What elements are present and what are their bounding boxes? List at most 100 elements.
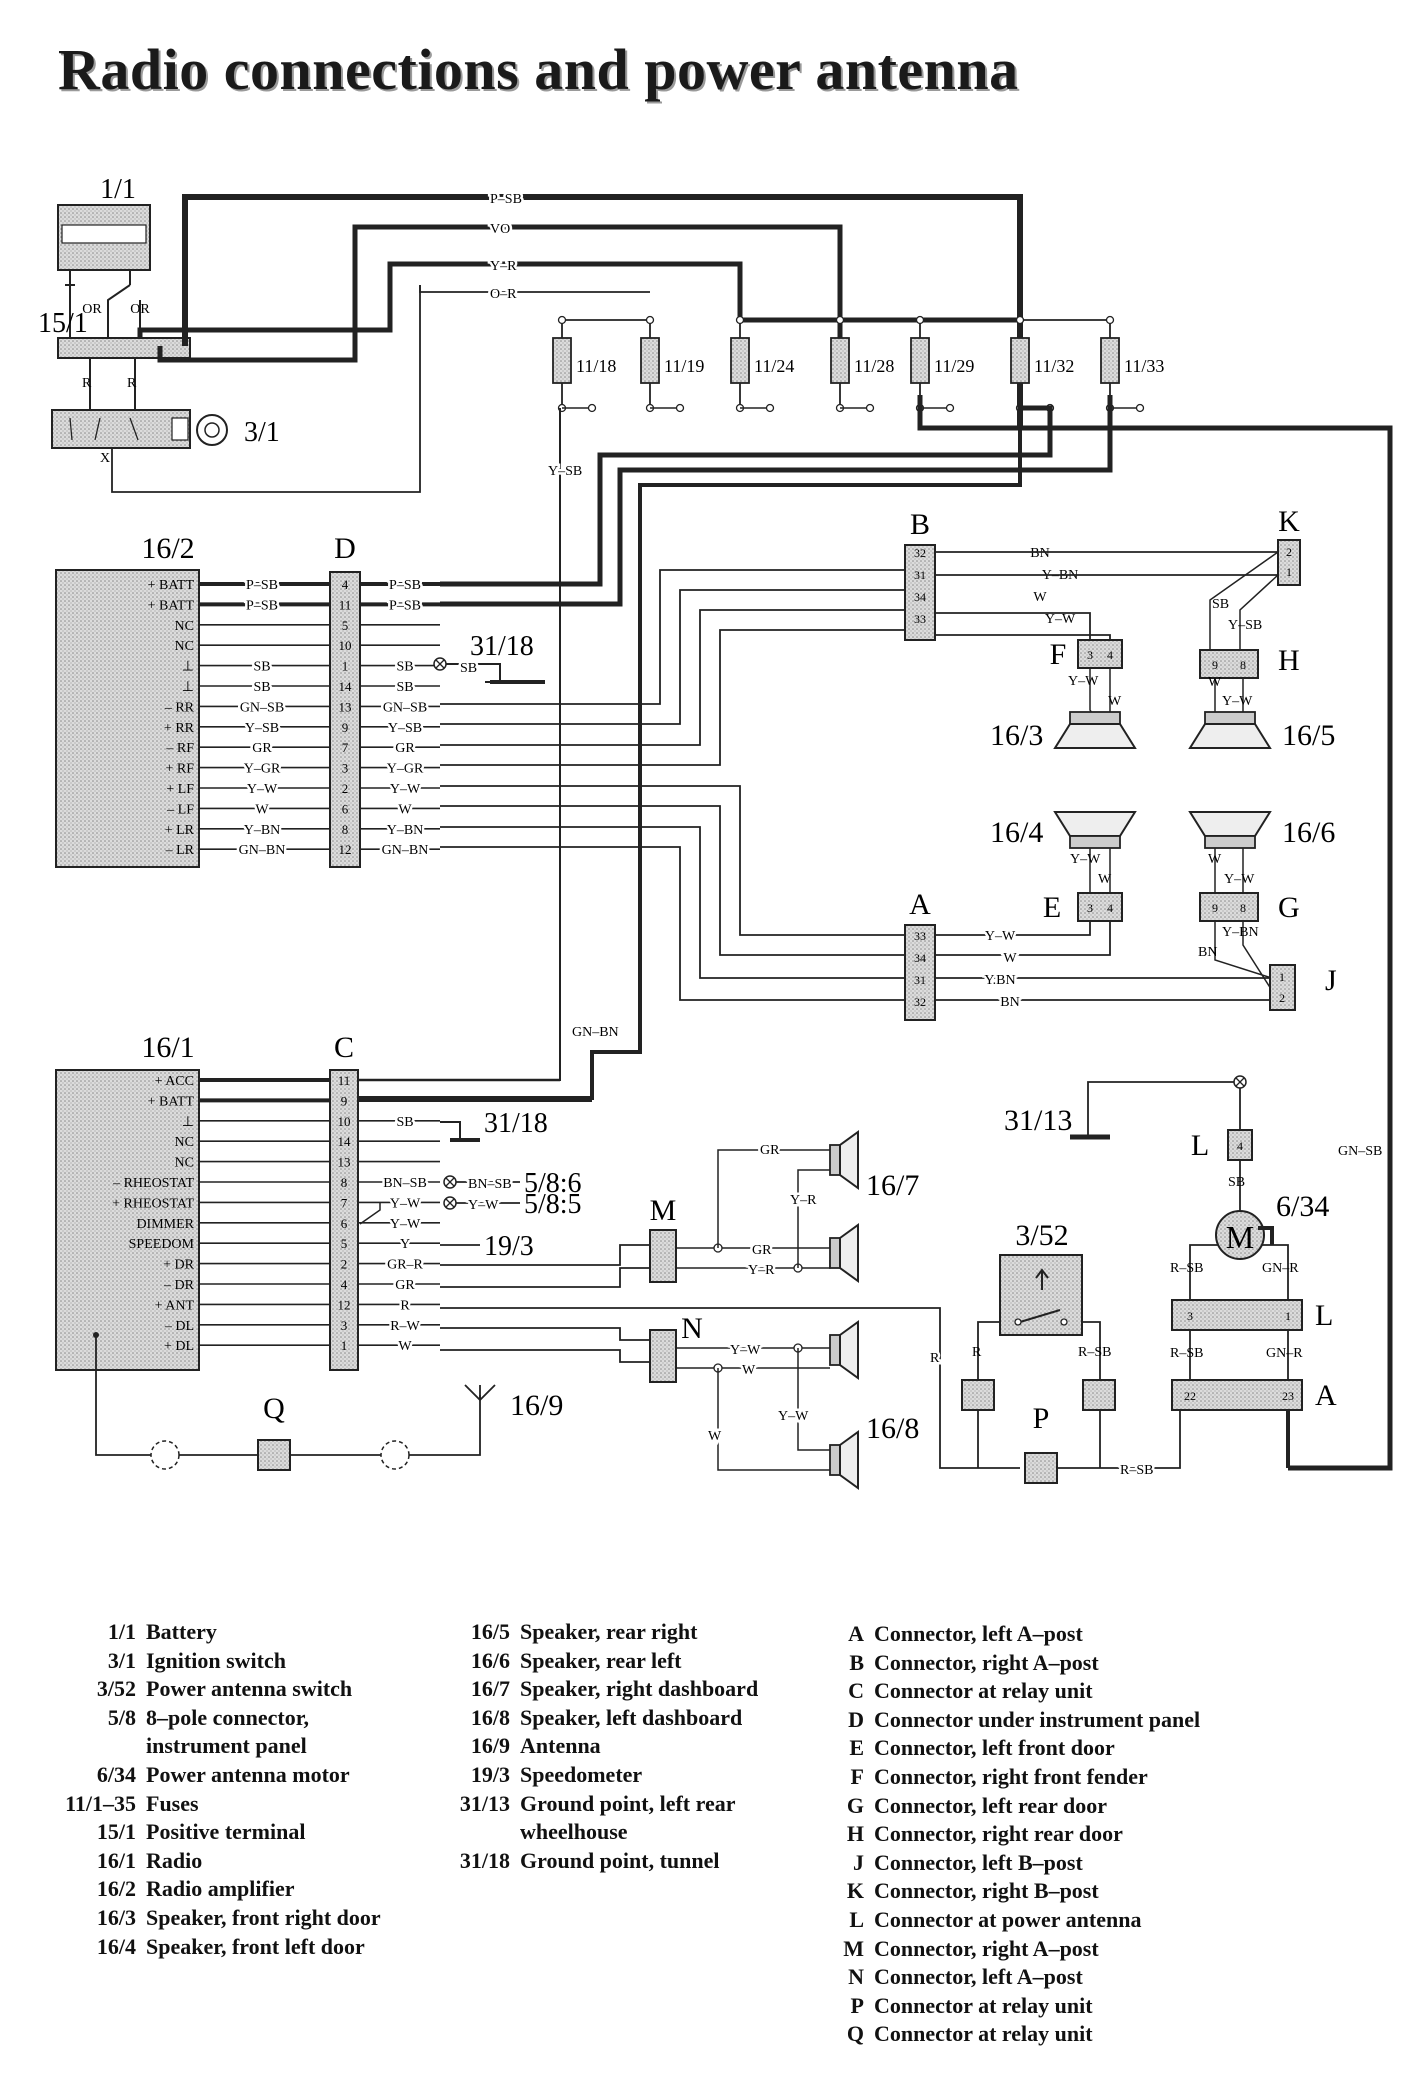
wire-yr: Y–R — [490, 259, 517, 274]
connector-k — [1277, 539, 1301, 586]
connector-a-wire: W — [1003, 951, 1017, 966]
speaker-fl-label: 16/4 — [990, 816, 1043, 849]
amplifier-wire-right: P–SB — [389, 578, 421, 593]
legend-code: N — [848, 1964, 864, 1990]
wire-h-yw: Y–W — [1222, 694, 1253, 709]
connector-b-pin: 31 — [914, 568, 926, 582]
wire-g-w: W — [1208, 852, 1222, 867]
wire-f-w: W — [1108, 694, 1122, 709]
wire-gnbn-fuse: GN–BN — [572, 1025, 619, 1040]
wire-gnr-l: GN–R — [1266, 1346, 1303, 1361]
connector-c-pin: 4 — [341, 1277, 348, 1292]
connector-d-pin: 2 — [342, 781, 349, 796]
radio-label: 16/1 — [141, 1031, 194, 1064]
legend-description: Connector, right A–post — [874, 1935, 1099, 1961]
connector-a-wire: BN — [1000, 995, 1019, 1010]
amplifier-wire-left: GR — [252, 741, 272, 756]
legend-description: Fuses — [146, 1790, 199, 1816]
wire-rsb-l: R–SB — [1170, 1346, 1203, 1361]
speaker-rdash-label: 16/7 — [866, 1169, 919, 1202]
legend-description: Connector, right front fender — [874, 1763, 1148, 1789]
connector-p-label: P — [1033, 1402, 1050, 1435]
wire-e-w: W — [1098, 872, 1112, 887]
connector-l-upper-label: L — [1191, 1129, 1209, 1162]
connector-c-pin: 11 — [338, 1073, 351, 1088]
connector-b — [904, 544, 936, 641]
speaker-ldash-label: 16/8 — [866, 1412, 919, 1445]
speaker-fr-label: 16/3 — [990, 719, 1043, 752]
legend-code: C — [848, 1678, 864, 1704]
legend-description: Connector, left A–post — [874, 1621, 1083, 1646]
speaker-rear-left — [1188, 811, 1272, 849]
fuse-label: 11/29 — [934, 356, 974, 376]
legend-description: Power antenna motor — [146, 1761, 350, 1787]
legend-code: 16/5 — [470, 1619, 510, 1644]
legend-code: 3/52 — [96, 1676, 136, 1702]
connector-c-pin: 6 — [341, 1216, 348, 1231]
connector-a-lower-label: A — [1315, 1379, 1337, 1412]
connector-j-pin-2: 2 — [1279, 991, 1285, 1005]
fuse-label: 11/19 — [664, 356, 704, 376]
connector-m-label: M — [650, 1194, 677, 1227]
instr-conn-label-2: 5/8:5 — [524, 1189, 582, 1220]
amplifier-pin-label: NC — [175, 639, 194, 654]
motor-symbol: M — [1226, 1219, 1254, 1255]
legend-code: 16/7 — [470, 1676, 510, 1702]
radio-wire: R–W — [390, 1319, 420, 1334]
wire-g-ybn: Y–BN — [1222, 925, 1259, 940]
connector-c-pin: 10 — [338, 1114, 351, 1129]
radio — [55, 1069, 200, 1371]
wire-g-yw: Y–W — [1224, 872, 1255, 887]
wire-or-2: OR — [130, 302, 150, 317]
legend-code: 16/9 — [470, 1733, 510, 1759]
connector-d-pin: 10 — [339, 638, 352, 653]
fuse: 11/18 — [552, 315, 616, 413]
radio-wire: R — [400, 1298, 410, 1313]
connector-q-label: Q — [263, 1392, 285, 1425]
connector-n-label: N — [681, 1312, 703, 1345]
legend-code: F — [850, 1763, 864, 1789]
legend-code: 16/8 — [470, 1704, 510, 1730]
radio-wire: W — [398, 1339, 412, 1354]
connector-e — [1077, 892, 1123, 922]
legend-code: L — [849, 1906, 864, 1932]
amplifier-wire-left: Y–BN — [244, 823, 281, 838]
wire-m-yr-top: Y–R — [790, 1193, 817, 1208]
amplifier-wire-left: W — [255, 802, 269, 817]
relay-connector-right — [1082, 1379, 1116, 1411]
amplifier-pin-row: NC 10 — [175, 638, 440, 654]
legend-description: Speaker, rear left — [520, 1647, 682, 1673]
amplifier-pin-label: – RF — [165, 741, 194, 756]
radio-wire: BN–SB — [383, 1176, 427, 1191]
speaker-front-left-door — [1053, 811, 1137, 849]
connector-d-pin: 11 — [339, 597, 352, 612]
connector-c-pin: 1 — [341, 1338, 348, 1353]
wire-r-left: R — [930, 1351, 940, 1366]
amplifier-wire-right: GN–BN — [382, 843, 429, 858]
connector-f-pin-2: 4 — [1107, 648, 1113, 662]
